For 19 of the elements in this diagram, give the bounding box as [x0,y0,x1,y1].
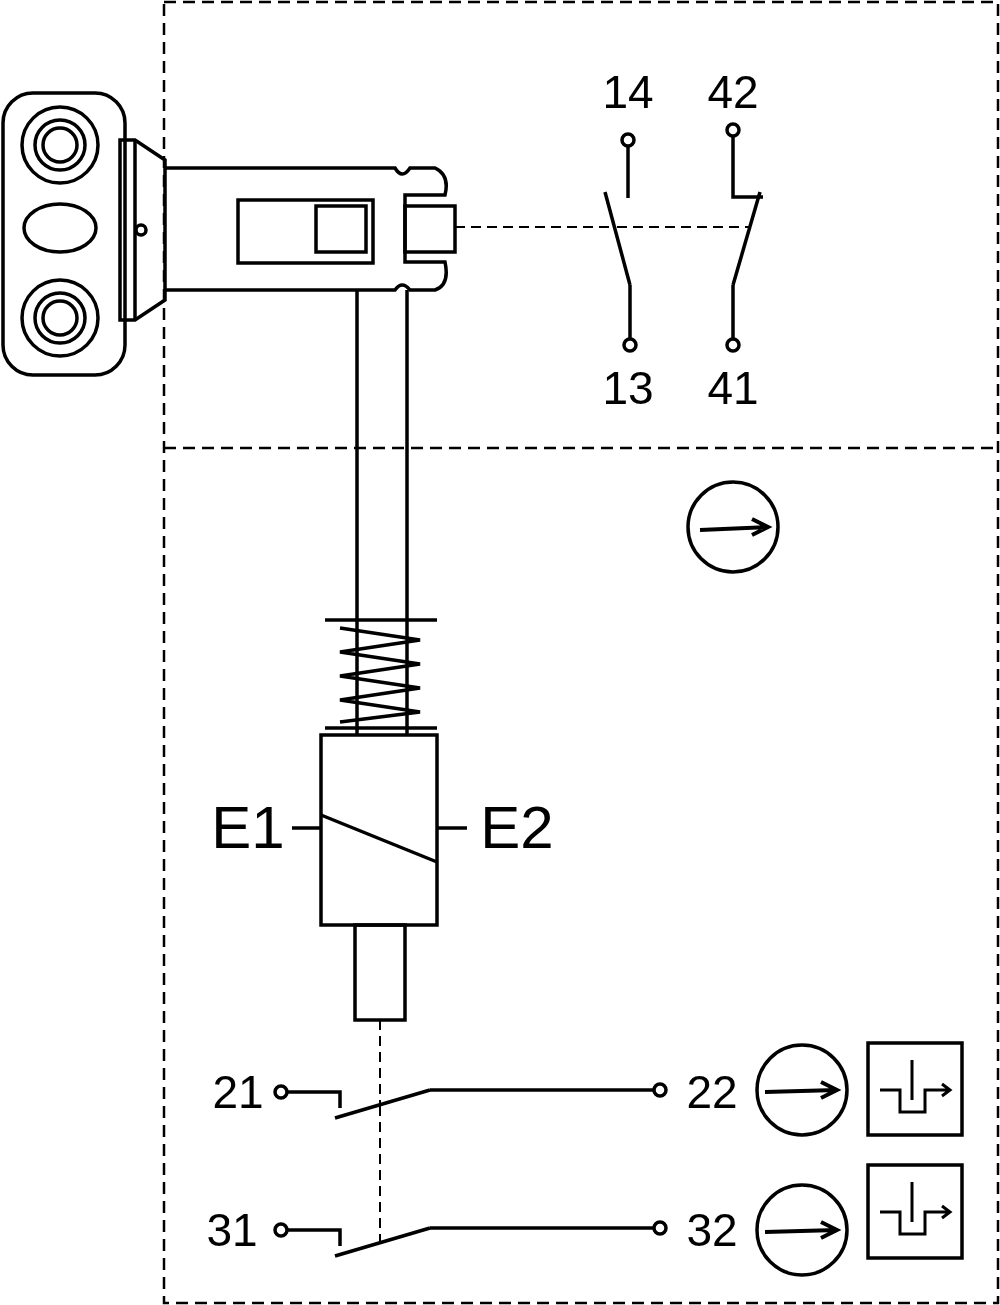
actuator-drawing [1,91,457,377]
mechanical-link-line [379,1019,381,1105]
normally-closed-contact-symbol [273,1082,668,1120]
terminal-label: 22 [686,1069,738,1115]
mechanical-link-line [379,1105,381,1244]
solenoid-coil-symbol [292,733,467,1022]
normally-open-contact-symbol [603,132,638,353]
terminal-label: 31 [206,1207,258,1253]
terminal-label: 21 [212,1069,264,1115]
normally-closed-contact-symbol [273,1220,668,1258]
terminal-label: E2 [480,798,554,858]
terminal-label: 14 [602,69,654,115]
terminal-label: E1 [211,798,285,858]
terminal-label: 41 [707,365,759,411]
mechanical-link-line [616,226,751,228]
terminal-label: 42 [707,69,759,115]
terminal-label: 13 [602,365,654,411]
normally-closed-contact-symbol [725,122,763,353]
terminal-label: 32 [686,1207,738,1253]
